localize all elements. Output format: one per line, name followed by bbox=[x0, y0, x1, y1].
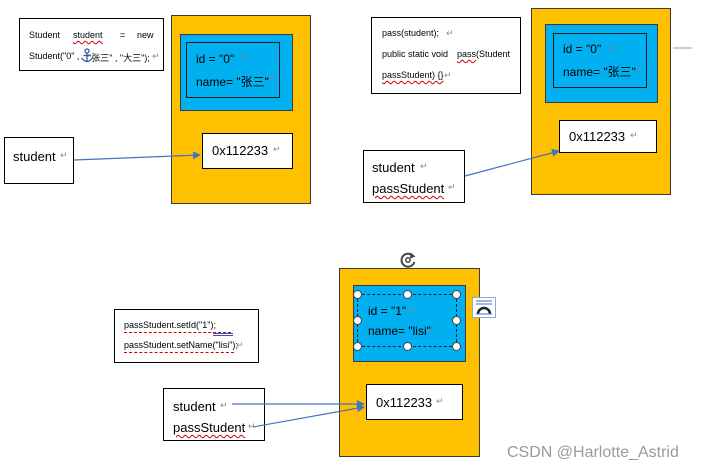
reference-label: student bbox=[372, 160, 415, 175]
address-label: 0x112233 bbox=[212, 143, 269, 158]
address-label: 0x112233 bbox=[376, 395, 433, 410]
resize-handle-right[interactable] bbox=[452, 316, 461, 325]
resize-handle-bottom[interactable] bbox=[403, 342, 412, 351]
code-box-1: Student student = new Student("0" , "张三"… bbox=[19, 18, 164, 71]
code-text-token: passStudent.setId("1"); bbox=[124, 320, 216, 330]
code-text-token: pass bbox=[457, 49, 477, 59]
paragraph-mark: ↵ bbox=[152, 51, 160, 61]
object-id-field: id = "0" bbox=[196, 52, 235, 66]
code-text-token: "张三" , "大三"); bbox=[88, 53, 150, 63]
code-text-token: Student bbox=[29, 30, 61, 40]
object-name-field: name= "lisi" bbox=[368, 324, 431, 338]
watermark-text: CSDN @Harlotte_Astrid bbox=[507, 444, 679, 461]
object-id-field: id = "1" bbox=[368, 304, 407, 318]
reference-box-2: student ↵ passStudent ↵ bbox=[363, 150, 465, 203]
paragraph-mark: ↵ bbox=[448, 182, 456, 192]
reference-label: passStudent bbox=[372, 181, 445, 196]
spellcheck-underline bbox=[124, 332, 231, 333]
address-box-2: 0x112233 ↵ bbox=[559, 120, 657, 153]
student-object-2 bbox=[545, 24, 658, 103]
layout-options-icon[interactable] bbox=[472, 297, 496, 318]
object-name-field: name= "张三" bbox=[563, 65, 636, 79]
code-text-token: public static void bbox=[382, 49, 449, 59]
resize-handle-top-right[interactable] bbox=[452, 290, 461, 299]
reference-label: student bbox=[13, 149, 56, 164]
address-label: 0x112233 bbox=[569, 129, 626, 144]
paragraph-mark: ↵ bbox=[220, 400, 228, 410]
resize-handle-bottom-right[interactable] bbox=[452, 342, 461, 351]
reference-label: passStudent bbox=[173, 420, 246, 435]
resize-handle-top-left[interactable] bbox=[353, 290, 362, 299]
resize-handle-top[interactable] bbox=[403, 290, 412, 299]
paragraph-mark: ↵ bbox=[609, 43, 617, 53]
paragraph-mark: ↵ bbox=[427, 325, 435, 335]
paragraph-mark: ↵ bbox=[60, 150, 68, 160]
paragraph-mark: ↵ bbox=[635, 64, 643, 74]
code-box-2: pass(student); ↵ public static void pass… bbox=[371, 17, 521, 94]
object-fields-frame-2: id = "0" ↵ name= "张三" ↵ bbox=[553, 33, 647, 88]
code-text-token: (Student bbox=[476, 49, 511, 59]
code-text-token: passStudent) {} bbox=[382, 70, 444, 80]
paragraph-mark: ↵ bbox=[420, 161, 428, 171]
resize-handle-left[interactable] bbox=[353, 316, 362, 325]
anchor-icon bbox=[80, 48, 94, 64]
paragraph-mark: ↵ bbox=[630, 130, 638, 140]
student-object-1 bbox=[180, 34, 293, 111]
paragraph-mark: ↵ bbox=[268, 74, 276, 84]
paragraph-mark: ↵ bbox=[248, 421, 256, 431]
code-text-token: student bbox=[73, 30, 103, 40]
code-text-token: = bbox=[120, 30, 126, 40]
paragraph-mark: ↵ bbox=[408, 305, 416, 315]
paragraph-mark: ↵ bbox=[273, 144, 281, 154]
address-box-3: 0x112233 ↵ bbox=[366, 384, 463, 420]
reference-arrow-3b bbox=[252, 404, 365, 428]
spellcheck-underline bbox=[124, 352, 234, 353]
code-text-token: passStudent.setName("lisi"); bbox=[124, 340, 238, 350]
grammar-underline bbox=[213, 333, 233, 336]
code-text-token: Student("0" , bbox=[29, 51, 80, 61]
code-box-3: passStudent.setId("1"); passStudent.setN… bbox=[114, 309, 259, 363]
code-text-token: pass(student); bbox=[382, 28, 440, 38]
paragraph-mark: ↵ bbox=[444, 70, 452, 80]
paragraph-mark: ↵ bbox=[446, 28, 454, 38]
paragraph-mark: ↵ bbox=[242, 53, 250, 63]
paragraph-mark: ↵ bbox=[236, 340, 244, 350]
code-text-token: new bbox=[137, 30, 154, 40]
reference-arrow-2 bbox=[464, 148, 560, 177]
reference-box-3: student ↵ passStudent ↵ bbox=[163, 388, 265, 441]
object-id-field: id = "0" bbox=[563, 42, 602, 56]
object-name-field: name= "张三" bbox=[196, 75, 269, 89]
object-fields-frame-1: id = "0" ↵ name= "张三" ↵ bbox=[186, 42, 280, 98]
address-box-1: 0x112233 ↵ bbox=[202, 133, 293, 169]
paragraph-mark: ↵ bbox=[436, 396, 444, 406]
rotate-handle-icon[interactable] bbox=[398, 250, 418, 270]
resize-handle-bottom-left[interactable] bbox=[353, 342, 362, 351]
reference-arrow-1 bbox=[73, 151, 201, 161]
reference-label: student bbox=[173, 399, 216, 414]
reference-box-1: student ↵ bbox=[4, 137, 74, 184]
